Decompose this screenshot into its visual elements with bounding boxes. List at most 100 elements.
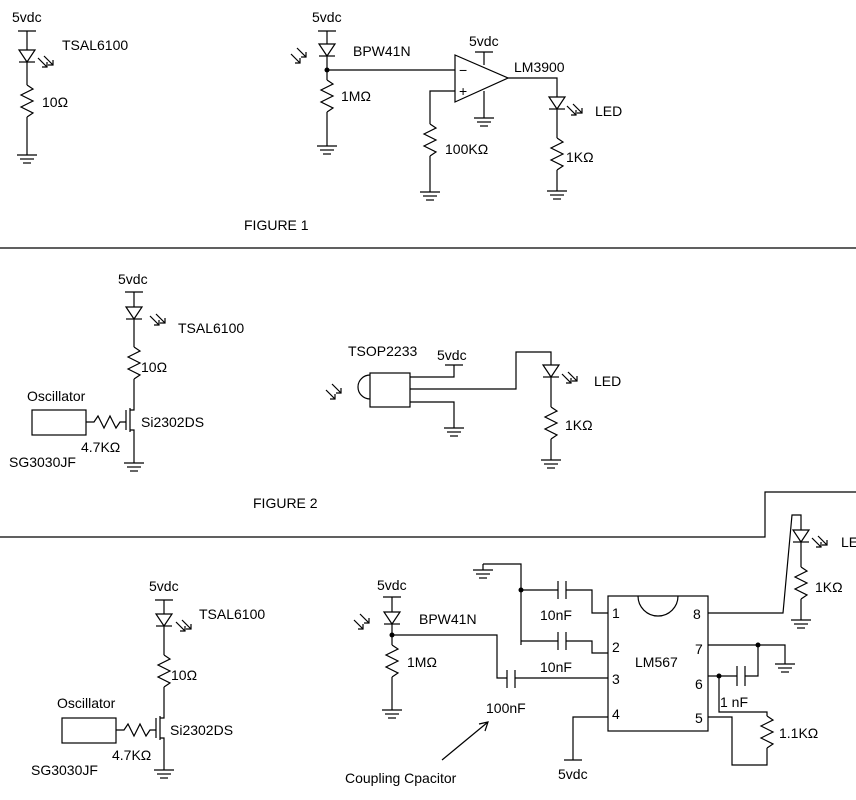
fig3-ic-pin-3: 3: [612, 671, 620, 687]
fig2-oscillator-part-label: SG3030JF: [9, 454, 76, 470]
fig3-pin7-ground: [774, 663, 796, 673]
fig2-led-resistor-label: 1KΩ: [565, 417, 593, 433]
figure-2: 5vdc TSAL6100 10Ω Si2302DS Oscillator SG…: [9, 271, 621, 511]
fig3-emitter-rays: [175, 619, 192, 632]
fig3-pd-ground: [381, 709, 403, 719]
fig1-bias-resistor: [422, 123, 438, 157]
fig3-emitter-resistor: [156, 654, 172, 688]
fig1-led-resistor: [549, 137, 565, 171]
fig3-gate-resistor-label: 4.7KΩ: [112, 747, 151, 763]
fig1-emitter-resistor: [19, 84, 35, 118]
fig3-oscillator-part-label: SG3030JF: [31, 762, 98, 778]
fig2-emitter-led-label: TSAL6100: [178, 320, 244, 336]
fig2-mosfet-label: Si2302DS: [141, 414, 204, 430]
fig2-led-symbol: [542, 364, 560, 378]
fig1-pd-ground: [316, 145, 338, 155]
fig3-cap1-label: 10nF: [540, 607, 572, 623]
figure-3: 5vdc TSAL6100 10Ω Si2302DS Oscillator SG…: [31, 514, 856, 786]
fig2-emitter-resistor-label: 10Ω: [141, 359, 167, 375]
fig3-photodiode-label: BPW41N: [419, 611, 477, 627]
fig3-gate-resistor: [116, 722, 156, 738]
fig1-led-resistor-label: 1KΩ: [566, 149, 594, 165]
fig3-ic-label: LM567: [635, 654, 678, 670]
fig3-photodiode-rays: [353, 613, 370, 630]
fig3-led-resistor: [793, 566, 809, 600]
fig3-cap2-label: 10nF: [540, 659, 572, 675]
fig1-opamp-symbol: [454, 54, 510, 103]
fig1-opamp-minus: −: [459, 62, 467, 78]
fig2-led-rays: [561, 371, 578, 384]
fig3-pin4-supply-label: 5vdc: [558, 766, 588, 782]
fig3-coupling-arrow-line: [441, 721, 489, 761]
fig2-emitter-supply-label: 5vdc: [118, 271, 148, 287]
fig3-oscillator-label: Oscillator: [57, 695, 116, 711]
fig3-emitter-resistor-label: 10Ω: [171, 667, 197, 683]
fig2-emitter-resistor: [126, 346, 142, 380]
fig1-emitter-led-label: TSAL6100: [62, 37, 128, 53]
fig3-ic-pin-6: 6: [695, 676, 703, 692]
fig2-oscillator-box: [31, 409, 87, 436]
fig3-emitter-supply-label: 5vdc: [149, 578, 179, 594]
fig3-photodiode-symbol: [383, 611, 401, 625]
fig3-cap3-label: 1 nF: [720, 694, 748, 710]
fig2-led-resistor: [543, 406, 559, 440]
fig3-coupling-arrow-head: [478, 721, 489, 732]
divider-2: [0, 491, 856, 538]
fig1-photodiode-symbol: [318, 43, 336, 57]
fig1-emitter-ground: [16, 154, 38, 164]
fig1-opamp-ground: [473, 117, 495, 127]
fig3-timing-resistor: [759, 715, 775, 749]
fig2-emitter-led-symbol: [125, 306, 143, 320]
fig3-ic-pin-1: 1: [612, 605, 620, 621]
fig3-oscillator-box: [61, 717, 117, 744]
fig1-photodiode-label: BPW41N: [353, 43, 411, 59]
fig2-module-ground: [443, 427, 465, 437]
fig1-output-led-rays: [566, 103, 583, 116]
fig3-emitter: 5vdc TSAL6100 10Ω Si2302DS Oscillator SG…: [31, 578, 265, 779]
fig1-opamp-plus: +: [459, 83, 467, 99]
fig1-receiver: 5vdc BPW41N 1MΩ − + 5vdc LM3900: [290, 9, 622, 201]
fig3-emitter-ground: [153, 769, 175, 779]
fig1-emitter-rays: [37, 55, 54, 68]
fig1-pd-resistor: [319, 79, 335, 113]
fig3-led-symbol: [792, 529, 810, 543]
fig2-module-rays: [325, 383, 342, 400]
fig3-pd-resistor: [384, 644, 400, 678]
fig1-output-led-symbol: [548, 96, 566, 110]
fig1-opamp-label: LM3900: [514, 59, 565, 75]
fig3-led-resistor-label: 1KΩ: [815, 579, 843, 595]
fig2-gate-resistor-label: 4.7KΩ: [81, 439, 120, 455]
fig2-emitter-ground: [123, 462, 145, 472]
fig3-ic-pin-2: 2: [612, 639, 620, 655]
fig3-led-label: LED: [841, 534, 856, 550]
fig2-oscillator-label: Oscillator: [27, 388, 86, 404]
fig1-photodiode-rays: [290, 47, 307, 64]
fig3-coupling-cap-label: 100nF: [486, 700, 526, 716]
fig3-ic-pin-5: 5: [695, 710, 703, 726]
fig3-ic-pin-7: 7: [695, 641, 703, 657]
figure-2-caption: FIGURE 2: [253, 495, 318, 511]
fig1-emitter-supply-label: 5vdc: [12, 9, 42, 25]
fig1-bias-resistor-label: 100KΩ: [445, 141, 488, 157]
fig2-receiver: TSOP2233 5vdc LED 1KΩ: [325, 343, 621, 469]
fig2-module-lens: [357, 374, 371, 400]
fig3-pd-resistor-label: 1MΩ: [407, 654, 437, 670]
fig2-emitter: 5vdc TSAL6100 10Ω Si2302DS Oscillator SG…: [9, 271, 244, 472]
fig2-led-ground: [540, 459, 562, 469]
fig2-module-label: TSOP2233: [348, 343, 417, 359]
fig1-output-led-label: LED: [595, 103, 622, 119]
fig1-emitter: 5vdc TSAL6100 10Ω: [12, 9, 128, 164]
fig3-emitter-led-symbol: [155, 613, 173, 627]
fig3-pd-supply-label: 5vdc: [377, 577, 407, 593]
fig2-supply-label: 5vdc: [437, 347, 467, 363]
figure-1-caption: FIGURE 1: [244, 217, 309, 233]
fig2-led-label: LED: [594, 373, 621, 389]
fig3-cap-ground: [472, 569, 494, 579]
fig1-emitter-led-symbol: [18, 49, 36, 63]
figure-1: 5vdc TSAL6100 10Ω 5vdc BPW41N 1MΩ: [12, 9, 622, 233]
fig1-led-ground: [546, 190, 568, 200]
fig1-pd-supply-label: 5vdc: [312, 9, 342, 25]
fig1-emitter-resistor-label: 10Ω: [42, 94, 68, 110]
fig2-module-body: [369, 372, 411, 408]
